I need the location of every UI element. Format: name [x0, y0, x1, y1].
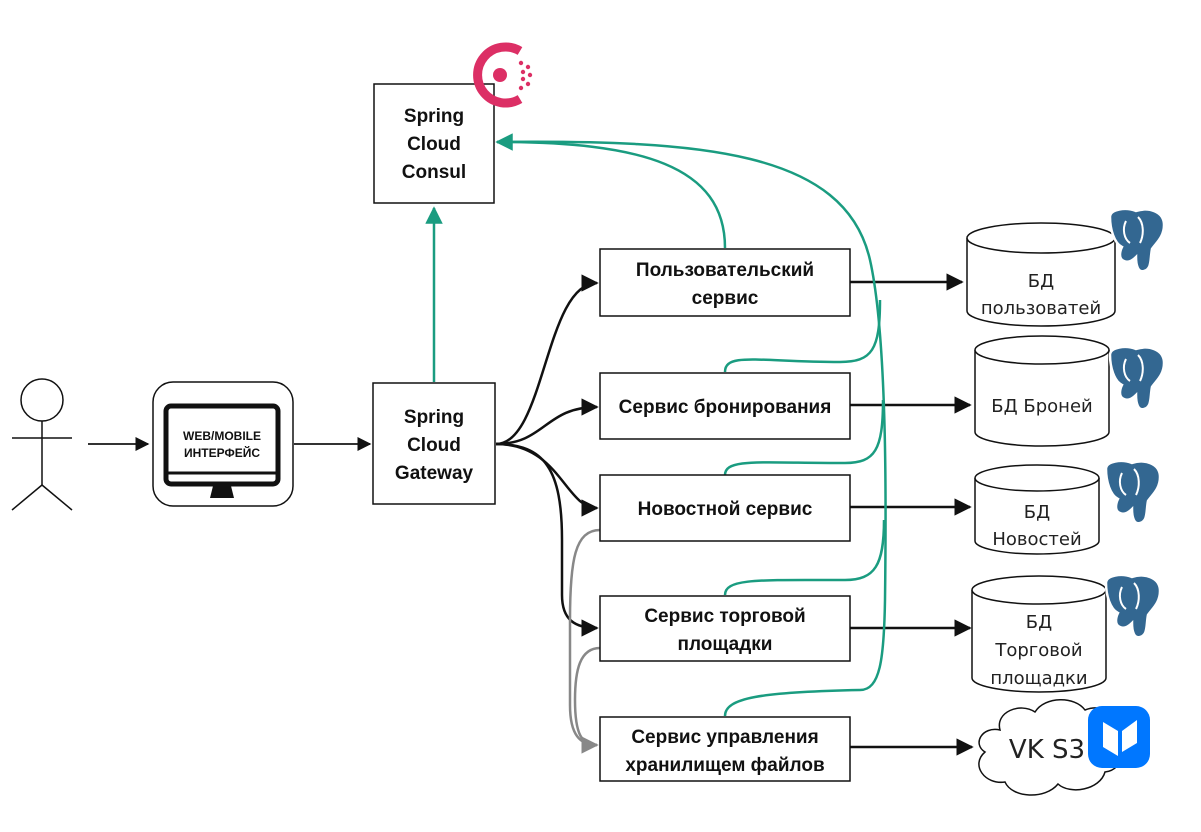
s3-storage-node: VK S3: [978, 699, 1123, 796]
db-news-label-line2: Новостей: [992, 529, 1081, 550]
link-booking-service-to-trunk: [723, 299, 882, 373]
consul-registration-links: [495, 133, 887, 717]
consul-label-line1: Spring: [404, 106, 464, 127]
consul-node: Spring Cloud Consul: [373, 83, 495, 204]
service-storage: Сервис управления хранилищем файлов: [599, 716, 851, 782]
link-market-service-to-trunk: [723, 519, 886, 596]
service-booking-label: Сервис бронирования: [619, 397, 832, 418]
db-users: БД пользоватей: [966, 222, 1116, 327]
client-node: WEB/MOBILE ИНТЕРФЕЙС: [152, 381, 294, 507]
client-label-line1: WEB/MOBILE: [183, 429, 261, 443]
link-user-service-to-consul: [495, 133, 727, 249]
db-news-label-line1: БД: [1024, 502, 1050, 523]
postgresql-elephant-icon: [1108, 207, 1166, 273]
s3-label: VK S3: [1009, 735, 1085, 765]
postgresql-elephant-icon: [1104, 573, 1162, 639]
vk-cloud-logo-icon: [1088, 706, 1150, 768]
cloud-shape: [978, 699, 1123, 796]
postgresql-elephant-icon: [1104, 459, 1162, 525]
arrow-gateway-to-user-service: [495, 274, 599, 446]
client-label-line2: ИНТЕРФЕЙС: [184, 445, 260, 460]
arrow-gateway-to-booking-service: [495, 398, 599, 446]
service-user-label-line2: сервис: [692, 288, 759, 309]
db-bookings: БД Броней: [974, 335, 1110, 447]
service-user-label-line1: Пользовательский: [636, 260, 814, 281]
service-user: Пользовательский сервис: [599, 248, 851, 317]
service-news: Новостной сервис: [599, 474, 851, 542]
gateway-label-line1: Spring: [404, 407, 464, 428]
connectors: [88, 133, 974, 756]
arrow-gateway-to-market-service: [495, 442, 599, 637]
link-storage-service-to-trunk: [723, 688, 861, 717]
db-market-label-line3: площадки: [990, 668, 1087, 689]
arrow-market-to-storage-service: [573, 646, 601, 747]
db-users-label-line2: пользоватей: [981, 298, 1101, 319]
link-news-service-to-trunk: [723, 399, 885, 476]
postgresql-elephant-icon: [1108, 345, 1166, 411]
gateway-label-line2: Cloud: [407, 435, 461, 456]
service-storage-label-line2: хранилищем файлов: [625, 755, 824, 776]
monitor-icon: [163, 403, 281, 498]
db-market: БД Торговой площадки: [971, 575, 1107, 693]
consul-label-line2: Cloud: [407, 134, 461, 155]
arrow-news-to-storage-service: [568, 528, 601, 754]
arrow-gateway-to-news-service: [495, 442, 599, 517]
gateway-label-line3: Gateway: [395, 463, 474, 484]
db-market-label-line2: Торговой: [994, 640, 1082, 661]
db-market-label-line1: БД: [1026, 612, 1052, 633]
service-news-label: Новостной сервис: [638, 499, 813, 520]
service-storage-label-line1: Сервис управления: [631, 727, 818, 748]
db-news: БД Новостей: [974, 464, 1100, 555]
service-booking: Сервис бронирования: [599, 372, 851, 440]
consul-label-line3: Consul: [402, 162, 466, 183]
service-market-label-line2: площадки: [678, 634, 773, 655]
db-bookings-label: БД Броней: [991, 396, 1092, 417]
gateway-node: Spring Cloud Gateway: [372, 382, 496, 505]
db-users-label-line1: БД: [1028, 271, 1054, 292]
service-market: Сервис торговой площадки: [599, 595, 851, 662]
stick-figure-icon: [11, 378, 73, 511]
consul-logo-icon: [473, 42, 533, 108]
service-market-label-line1: Сервис торговой: [644, 606, 805, 627]
